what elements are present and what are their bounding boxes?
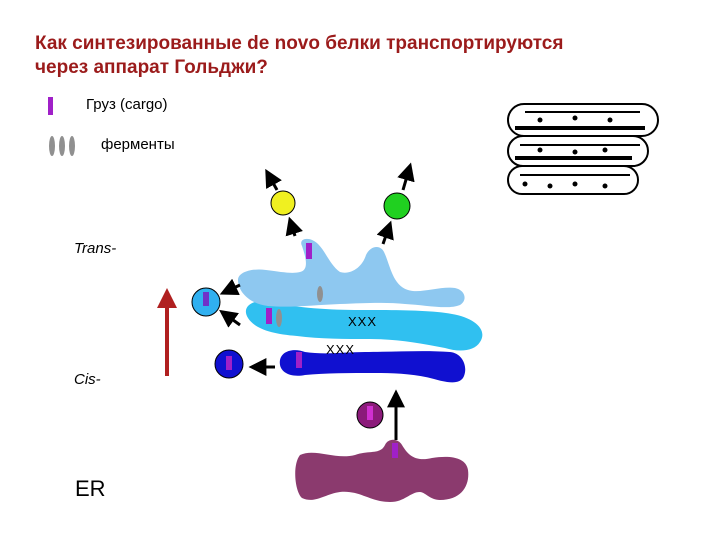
title-line-2: через аппарат Гольджи? xyxy=(35,57,268,78)
vesicle-green xyxy=(383,192,411,220)
cargo-marker-cis xyxy=(296,352,302,368)
transport-arrows xyxy=(219,162,415,440)
cargo-marker-trans xyxy=(306,243,312,259)
page-title: Как синтезированные de novo белки трансп… xyxy=(35,32,695,80)
vesicle-medial xyxy=(191,287,221,317)
title-line-1: Как синтезированные de novo белки трансп… xyxy=(35,33,564,54)
vesicle-cis xyxy=(214,349,244,379)
medial-cisterna xyxy=(245,300,483,351)
trans-cisterna xyxy=(238,238,465,308)
enzyme-marker-medial xyxy=(276,309,282,327)
legend-enzymes-symbol xyxy=(49,136,75,156)
golgi-stack-schematic xyxy=(507,103,659,195)
er-membrane xyxy=(295,439,469,502)
vesicle-yellow xyxy=(270,190,296,216)
cargo-marker-medial xyxy=(266,308,272,324)
enzyme-marker-trans xyxy=(317,286,323,302)
legend-enzymes-label: ферменты xyxy=(101,136,175,153)
er-label: ER xyxy=(75,476,106,501)
legend-cargo-symbol xyxy=(48,97,53,115)
cargo-marker-er xyxy=(392,443,398,458)
xxx-label-cis: XXX xyxy=(326,342,355,357)
xxx-label-medial: XXX xyxy=(348,314,377,329)
legend-cargo-label: Груз (cargo) xyxy=(86,96,168,113)
cis-label: Cis- xyxy=(74,371,101,388)
trans-label: Trans- xyxy=(74,240,117,257)
cis-cisterna xyxy=(279,350,466,383)
vesicle-er-to-cis xyxy=(356,401,384,429)
